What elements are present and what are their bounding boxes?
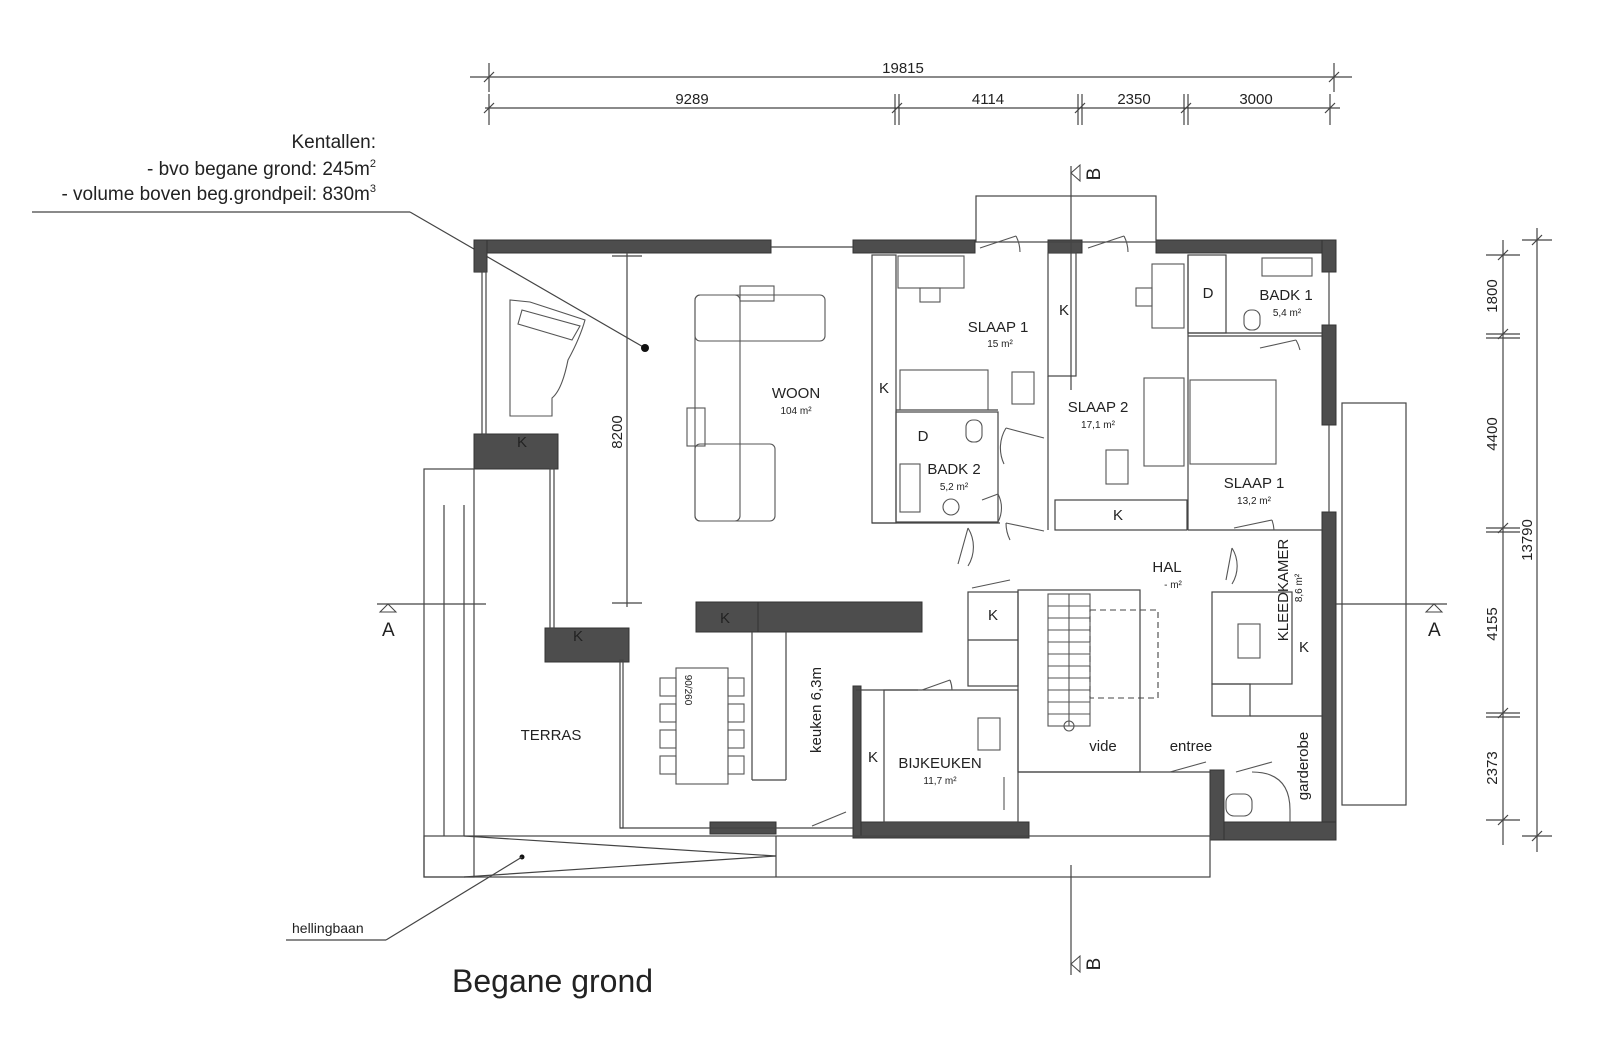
kentallen-note: Kentallen: - bvo begane grond: 245m2 - v… [32, 132, 649, 352]
room-woon-area: 104 m² [780, 406, 812, 417]
room-slaap2-area: 17,1 m² [1081, 420, 1116, 431]
k-mark: K [573, 628, 583, 645]
k-mark: K [517, 434, 527, 451]
dim-right-2: 4400 [1484, 417, 1501, 450]
room-entree-name: entree [1170, 738, 1213, 755]
furniture [509, 255, 1313, 822]
kentallen-volume: - volume boven beg.grondpeil: 830m3 [61, 183, 376, 205]
section-b-bottom: B [1084, 958, 1105, 971]
section-markers [377, 163, 1447, 975]
dim-segment-4: 3000 [1239, 91, 1272, 108]
dim-segment-1: 9289 [675, 91, 708, 108]
room-badk1-name: BADK 1 [1259, 287, 1312, 304]
k-mark: K [868, 749, 878, 766]
room-kleedkamer-area: 8,6 m² [1294, 573, 1305, 602]
hellingbaan-label: hellingbaan [292, 920, 364, 936]
room-vide-name: vide [1089, 738, 1117, 755]
room-hal-area: - m² [1164, 580, 1182, 591]
grand-piano-icon [509, 299, 586, 417]
section-a-left: A [382, 620, 395, 641]
room-keuken-name: keuken 6,3m [808, 667, 825, 753]
room-slaap1a-area: 15 m² [987, 339, 1013, 350]
dimension-lines-top [470, 63, 1352, 125]
room-slaap2-name: SLAAP 2 [1068, 399, 1129, 416]
woon-depth-dimension [612, 252, 642, 607]
room-bijkeuken-name: BIJKEUKEN [898, 755, 981, 772]
room-badk1-area: 5,4 m² [1273, 308, 1302, 319]
bed-icon [899, 369, 989, 411]
dim-right-4: 2373 [1484, 751, 1501, 784]
dining-table-size: 90/260 [682, 675, 693, 706]
room-slaap1b-area: 13,2 m² [1237, 496, 1272, 507]
doors [811, 235, 1301, 827]
room-garderobe-name: garderobe [1295, 732, 1312, 800]
room-bijkeuken-area: 11,7 m² [923, 776, 957, 787]
dim-overall-height: 13790 [1519, 519, 1536, 561]
sofa-icon [694, 294, 826, 342]
dim-right-1: 1800 [1484, 279, 1501, 312]
room-hal-name: HAL [1152, 559, 1181, 576]
dimension-lines-right [1486, 228, 1552, 852]
k-mark: K [720, 610, 730, 627]
dim-segment-3: 2350 [1117, 91, 1150, 108]
section-a-right: A [1428, 620, 1441, 641]
stairs [1047, 593, 1159, 732]
dim-segment-2: 4114 [972, 91, 1004, 108]
d-mark: D [918, 428, 929, 445]
d-mark: D [1203, 285, 1214, 302]
toilet-icon [1243, 309, 1261, 331]
k-mark: K [1059, 302, 1069, 319]
k-mark: K [988, 607, 998, 624]
leader-dot [641, 344, 649, 352]
room-badk2-name: BADK 2 [927, 461, 980, 478]
walls [473, 239, 1337, 841]
room-woon-name: WOON [772, 385, 820, 402]
bathtub-icon [1261, 257, 1313, 277]
kentallen-heading: Kentallen: [291, 132, 376, 153]
kentallen-bvo: - bvo begane grond: 245m2 [147, 158, 376, 180]
dim-right-3: 4155 [1484, 607, 1501, 640]
room-kleedkamer-name: KLEEDKAMER [1275, 539, 1292, 642]
dim-woon-depth: 8200 [609, 415, 626, 448]
k-mark: K [1299, 639, 1309, 656]
double-bed-icon [1189, 379, 1277, 465]
dining-table-icon [675, 667, 729, 785]
k-mark: K [1113, 507, 1123, 524]
plan-title: Begane grond [452, 963, 653, 999]
interior-walls [474, 195, 1407, 829]
room-badk2-area: 5,2 m² [940, 482, 969, 493]
dim-overall-width: 19815 [882, 60, 924, 77]
bath-icon [899, 463, 921, 513]
terras-ramp [286, 468, 1211, 941]
room-slaap1a-name: SLAAP 1 [968, 319, 1029, 336]
k-mark: K [879, 380, 889, 397]
room-slaap1b-name: SLAAP 1 [1224, 475, 1285, 492]
room-terras-name: TERRAS [521, 727, 582, 744]
section-b-top: B [1084, 168, 1105, 181]
